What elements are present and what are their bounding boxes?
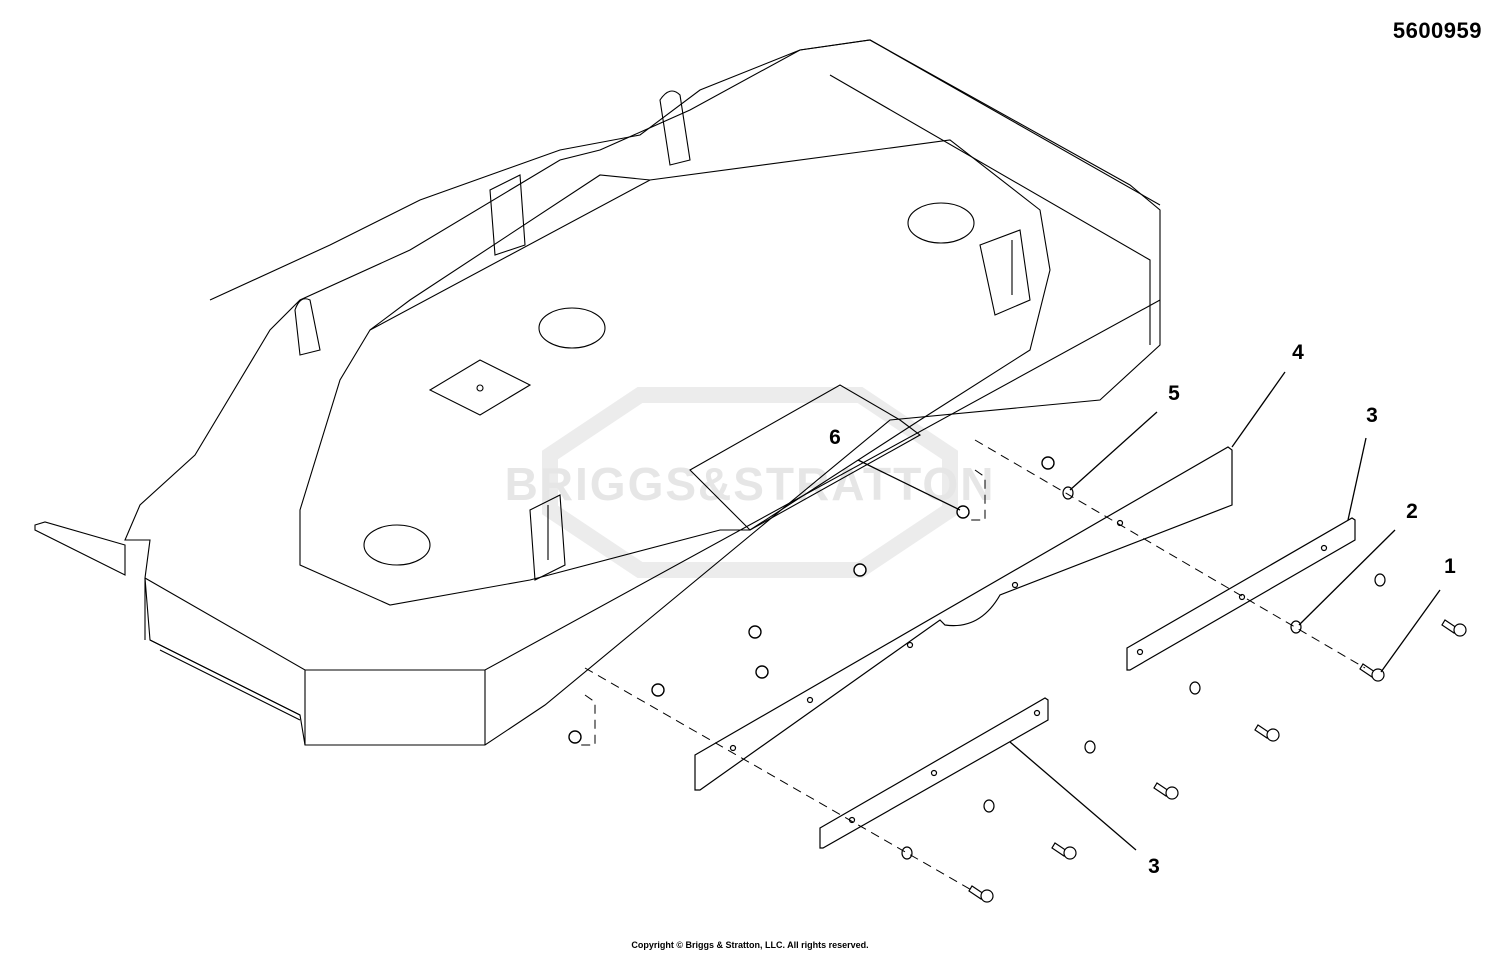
lift-tab-left	[294, 298, 321, 356]
callout-6[interactable]: 6	[829, 426, 841, 449]
left-hitch-plate	[34, 521, 126, 576]
bracket-center	[489, 174, 526, 256]
callout-1[interactable]: 1	[1444, 555, 1456, 578]
baffle-strip-right	[1126, 517, 1356, 671]
discharge-chute	[689, 384, 922, 531]
callout-3-right[interactable]: 3	[1366, 404, 1378, 427]
callout-2[interactable]: 2	[1406, 500, 1418, 523]
deck-top-plate	[299, 139, 1051, 606]
leader-3a	[1347, 437, 1367, 521]
bolt-icon	[1254, 724, 1280, 742]
bolt-icon	[1153, 782, 1179, 800]
copyright-notice: Copyright © Briggs & Stratton, LLC. All …	[631, 940, 869, 950]
nut-icon	[755, 665, 769, 679]
washer-icon	[901, 846, 913, 860]
washer-icon	[1290, 620, 1302, 634]
leader-5	[1069, 411, 1158, 491]
assembly-lines	[580, 439, 1366, 893]
deck-left-rail	[209, 49, 801, 331]
watermark-text: BRIGGS&STRATTON	[505, 458, 996, 510]
leader-2	[1298, 529, 1396, 626]
callout-3-left[interactable]: 3	[1148, 855, 1160, 878]
washer-icon	[1084, 740, 1096, 754]
leader-3b	[1009, 741, 1137, 851]
washer-icon	[1374, 573, 1386, 587]
spindle-hole-left	[363, 524, 431, 566]
center-pad	[428, 359, 532, 416]
nut-icon	[651, 683, 665, 697]
nut-icon	[568, 730, 582, 744]
nut-icon	[956, 505, 970, 519]
bracket-right	[979, 229, 1031, 316]
leader-1	[1380, 589, 1441, 673]
leader-4	[1231, 371, 1286, 448]
nut-icon	[748, 625, 762, 639]
baffle-strip-left	[819, 697, 1049, 849]
callout-4[interactable]: 4	[1292, 341, 1304, 364]
bolt-icon	[1441, 619, 1467, 637]
leader-6	[857, 459, 961, 511]
baffle-plate	[694, 446, 1233, 791]
nut-icon	[1041, 456, 1055, 470]
bolt-icon	[1051, 842, 1077, 860]
washer-icon	[983, 799, 995, 813]
spindle-hole-right	[907, 202, 975, 244]
bolt-icon	[1359, 663, 1385, 682]
bolt-icon	[968, 885, 994, 903]
bolts	[968, 619, 1467, 903]
diagram-part-number: 5600959	[1392, 18, 1482, 43]
lift-tab-center	[659, 90, 691, 166]
flange-nuts	[568, 456, 1055, 744]
washer-icon	[1189, 681, 1201, 695]
nut-icon	[853, 563, 867, 577]
mower-deck	[34, 39, 1161, 746]
spindle-hole-center	[538, 307, 606, 349]
bracket-left	[529, 494, 566, 581]
callout-5[interactable]: 5	[1168, 382, 1180, 405]
leader-lines	[857, 371, 1441, 851]
watermark: BRIGGS&STRATTON	[505, 387, 996, 578]
deck-front-skirt	[144, 299, 1161, 745]
deck-right-rail	[799, 39, 1161, 345]
